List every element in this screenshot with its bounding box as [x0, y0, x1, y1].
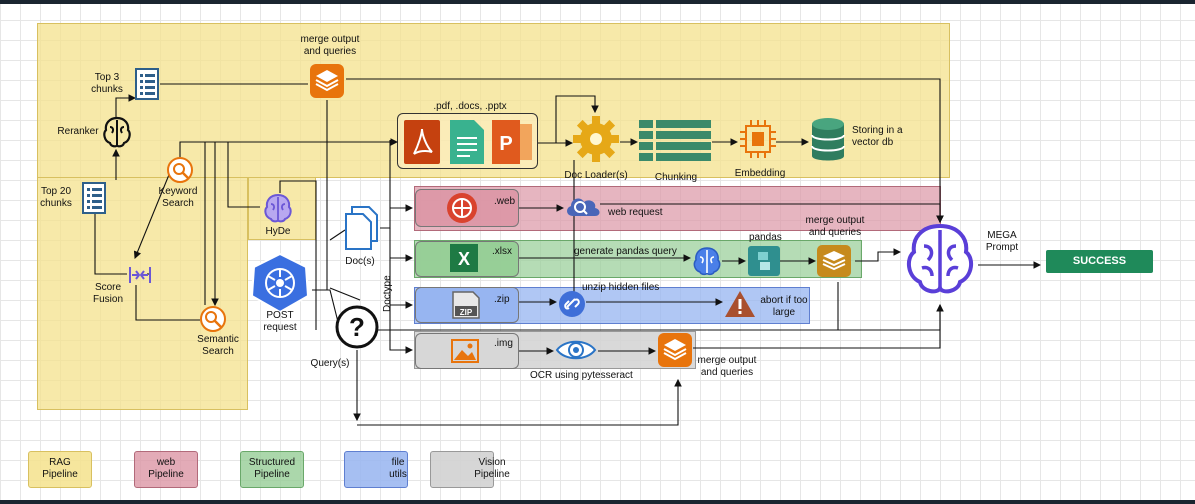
docs-label: Doc(s): [345, 256, 375, 267]
ocr-label: OCR using pytesseract: [530, 370, 633, 381]
zip-icon: ZIP: [452, 291, 480, 319]
office-formats-label: .pdf, .docs, .pptx: [433, 101, 507, 112]
chip-icon: [740, 120, 776, 158]
chunk-icon: [639, 120, 711, 161]
question-icon: ?: [335, 305, 379, 349]
list-icon: [135, 68, 159, 100]
search-icon: [167, 157, 193, 183]
documents-icon: [345, 206, 378, 250]
legend-swatch-vision: [430, 451, 494, 488]
merge-cube-icon: [817, 245, 851, 277]
svg-text:X: X: [458, 249, 470, 269]
brain-icon: [264, 193, 292, 223]
doc-icon: [450, 120, 484, 164]
web-ext-label: .web: [494, 196, 516, 207]
svg-text:?: ?: [349, 312, 365, 342]
doc-loader-label: Doc Loader(s): [564, 170, 628, 181]
cloud-search-icon: [567, 198, 600, 216]
legend-swatch-web: [134, 451, 198, 488]
gear-icon: [573, 116, 619, 162]
img-ext-label: .img: [494, 338, 513, 349]
bottom-border: [0, 500, 1195, 504]
legend-swatch-rag: [28, 451, 92, 488]
brain-icon: [103, 116, 131, 148]
globe-icon: [447, 193, 477, 223]
pdf-icon: [404, 120, 440, 164]
web-request-label: web request: [608, 207, 663, 218]
excel-icon: X: [450, 244, 478, 272]
svg-text:ZIP: ZIP: [460, 308, 473, 317]
top-border: [0, 0, 1195, 4]
brain-icon: [906, 223, 974, 294]
ppt-icon: P: [492, 120, 532, 164]
doctype-label: Doctype: [382, 275, 393, 312]
hyde-label: HyDe: [265, 226, 291, 237]
pandas-label: pandas: [749, 232, 782, 243]
legend-swatch-structured: [240, 451, 304, 488]
search-icon: [200, 306, 226, 332]
unzip-label: unzip hidden files: [582, 282, 660, 293]
fusion-icon: [129, 267, 151, 283]
hexagon-icon: [250, 252, 310, 314]
database-icon: [811, 118, 845, 161]
reranker-label: Reranker: [57, 126, 99, 137]
brain-icon: [693, 247, 721, 276]
query-label: Query(s): [310, 358, 350, 369]
link-icon: [559, 291, 585, 317]
merge-cube-icon: [658, 333, 692, 367]
python-icon: [748, 246, 780, 276]
eye-icon: [555, 340, 597, 360]
list-icon: [82, 182, 106, 214]
svg-text:P: P: [499, 133, 512, 155]
xlsx-ext-label: .xlsx: [492, 246, 512, 257]
pandas-query-label: generate pandas query: [574, 246, 677, 257]
success-badge: SUCCESS: [1046, 250, 1153, 273]
embedding-label: Embedding: [734, 168, 786, 179]
chunking-label: Chunking: [654, 172, 698, 183]
zip-ext-label: .zip: [494, 294, 510, 305]
warning-icon: [725, 291, 755, 317]
image-icon: [451, 339, 479, 363]
rag-pipeline-region-lower: [37, 178, 248, 410]
merge-cube-icon: [310, 64, 344, 98]
legend-swatch-file: [344, 451, 408, 488]
